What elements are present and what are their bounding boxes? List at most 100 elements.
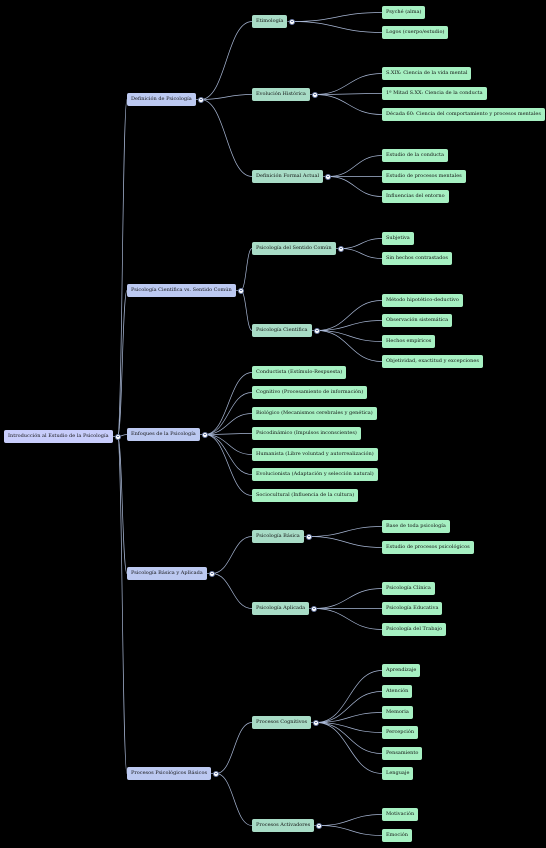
link: [319, 825, 383, 836]
link: [316, 330, 383, 362]
node-atencion[interactable]: Atención: [382, 685, 413, 698]
link: [340, 238, 383, 249]
node-influencias-del-entorno[interactable]: Influencias del entorno: [382, 190, 449, 203]
link: [204, 434, 253, 455]
collapse-toggle-icon[interactable]: [325, 173, 332, 180]
collapse-toggle-icon[interactable]: [313, 719, 320, 726]
node-enfoques-de-la-psicologia[interactable]: Enfoques de la Psicología: [127, 428, 200, 441]
node-1-mitad-s-xx-ciencia-de-la-conducta[interactable]: 1ª Mitad S.XX: Ciencia de la conducta: [382, 87, 487, 100]
node-psicologia-clinica[interactable]: Psicología Clínica: [382, 582, 435, 595]
link: [316, 722, 383, 754]
link: [204, 413, 253, 435]
link: [211, 573, 253, 609]
collapse-toggle-icon[interactable]: [316, 822, 323, 829]
node-introduccion-al-estudio-de-la-psicologia[interactable]: Introducción al Estudio de la Psicología: [4, 430, 113, 443]
node-psicologia-cientifica-vs-sentido-comun[interactable]: Psicología Científica vs. Sentido Común: [127, 284, 236, 297]
collapse-toggle-icon[interactable]: [237, 287, 244, 294]
link: [240, 248, 253, 291]
node-definicion-formal-actual[interactable]: Definición Formal Actual: [252, 170, 324, 183]
link: [316, 320, 383, 331]
node-metodo-hipotetico-deductivo[interactable]: Método hipotético-deductivo: [382, 294, 463, 307]
link: [117, 436, 128, 774]
collapse-toggle-icon[interactable]: [208, 570, 215, 577]
node-cognitivo-procesamiento-de-informacion[interactable]: Cognitivo (Procesamiento de información): [252, 386, 368, 399]
collapse-toggle-icon[interactable]: [311, 91, 318, 98]
node-psicologia-del-sentido-comun[interactable]: Psicología del Sentido Común: [252, 242, 336, 255]
collapse-toggle-icon[interactable]: [313, 327, 320, 334]
link: [340, 248, 383, 259]
link: [328, 176, 383, 197]
node-pensamiento[interactable]: Pensamiento: [382, 747, 423, 760]
node-logos-cuerpo-estudio[interactable]: Logos (cuerpo/estudio): [382, 26, 449, 39]
node-emocion[interactable]: Emoción: [382, 829, 413, 842]
node-estudio-de-procesos-mentales[interactable]: Estudio de procesos mentales: [382, 170, 466, 183]
link: [314, 93, 383, 95]
node-objetividad-exactitud-y-excepciones[interactable]: Objetividad, exactitud y excepciones: [382, 355, 483, 368]
node-psyche-alma[interactable]: Psyché (alma): [382, 6, 426, 19]
link: [314, 73, 383, 95]
node-psicologia-cientifica[interactable]: Psicología Científica: [252, 324, 312, 337]
node-evolucion-historica[interactable]: Evolución Histórica: [252, 88, 310, 101]
node-base-de-toda-psicologia[interactable]: Base de toda psicología: [382, 520, 450, 533]
node-hechos-empiricos[interactable]: Hechos empíricos: [382, 335, 436, 348]
node-psicodinamico-impulsos-inconscientes[interactable]: Psicodinámico (Impulsos inconscientes): [252, 427, 361, 440]
link: [117, 436, 128, 574]
link: [316, 330, 383, 342]
link: [314, 608, 383, 630]
node-evolucionista-adaptacion-y-seleccion-natural[interactable]: Evolucionista (Adaptación y selección na…: [252, 468, 378, 481]
link: [200, 94, 253, 100]
link: [316, 670, 383, 723]
node-memoria[interactable]: Memoria: [382, 706, 413, 719]
node-procesos-cognitivos[interactable]: Procesos Cognitivos: [252, 716, 312, 729]
link: [204, 434, 253, 496]
link: [117, 99, 128, 437]
node-sin-hechos-contrastados[interactable]: Sin hechos contrastados: [382, 252, 452, 265]
link: [319, 814, 383, 826]
node-percepcion[interactable]: Percepción: [382, 726, 419, 739]
collapse-toggle-icon[interactable]: [311, 605, 318, 612]
link: [211, 536, 253, 574]
node-aprendizaje[interactable]: Aprendizaje: [382, 664, 421, 677]
link: [200, 99, 253, 177]
link: [215, 773, 253, 826]
collapse-toggle-icon[interactable]: [114, 433, 121, 440]
link: [328, 155, 383, 177]
link: [204, 433, 253, 435]
link: [316, 722, 383, 733]
node-procesos-activadores[interactable]: Procesos Activadores: [252, 819, 315, 832]
link: [314, 94, 383, 115]
collapse-toggle-icon[interactable]: [201, 431, 208, 438]
node-estudio-de-la-conducta[interactable]: Estudio de la conducta: [382, 149, 449, 162]
link: [240, 290, 253, 331]
link: [316, 722, 383, 774]
collapse-toggle-icon[interactable]: [305, 533, 312, 540]
node-estudio-de-procesos-psicologicos[interactable]: Estudio de procesos psicológicos: [382, 541, 474, 554]
node-etimologia[interactable]: Etimología: [252, 15, 288, 28]
node-procesos-psicologicos-basicos[interactable]: Procesos Psicológicos Básicos: [127, 767, 212, 780]
link: [314, 588, 383, 609]
link: [292, 12, 383, 22]
node-observacion-sistematica[interactable]: Observación sistemática: [382, 314, 453, 327]
node-definicion-de-psicologia[interactable]: Definición de Psicología: [127, 93, 196, 106]
node-conductista-estimulo-respuesta[interactable]: Conductista (Estímulo-Respuesta): [252, 366, 347, 379]
collapse-toggle-icon[interactable]: [197, 96, 204, 103]
collapse-toggle-icon[interactable]: [213, 770, 220, 777]
node-humanista-libre-voluntad-y-autorrealizacion[interactable]: Humanista (Libre voluntad y autorrealiza…: [252, 448, 378, 461]
node-psicologia-basica-y-aplicada[interactable]: Psicología Básica y Aplicada: [127, 567, 207, 580]
link: [308, 536, 383, 548]
node-motivacion[interactable]: Motivación: [382, 808, 419, 821]
node-decada-60-ciencia-del-comportamiento-y-procesos-mentales[interactable]: Década 60: Ciencia del comportamiento y …: [382, 108, 545, 121]
link: [204, 372, 253, 435]
node-psicologia-aplicada[interactable]: Psicología Aplicada: [252, 602, 310, 615]
collapse-toggle-icon[interactable]: [289, 18, 296, 25]
node-psicologia-educativa[interactable]: Psicología Educativa: [382, 602, 443, 615]
node-lenguaje[interactable]: Lenguaje: [382, 767, 414, 780]
node-subjetiva[interactable]: Subjetiva: [382, 232, 414, 245]
node-s-xix-ciencia-de-la-vida-mental[interactable]: S.XIX: Ciencia de la vida mental: [382, 67, 472, 80]
node-biologico-mecanismos-cerebrales-y-genetica[interactable]: Biológico (Mecanismos cerebrales y genét…: [252, 407, 377, 420]
node-psicologia-basica[interactable]: Psicología Básica: [252, 530, 304, 543]
node-sociocultural-influencia-de-la-cultura[interactable]: Sociocultural (Influencia de la cultura): [252, 489, 359, 502]
node-psicologia-del-trabajo[interactable]: Psicología del Trabajo: [382, 623, 446, 636]
collapse-toggle-icon[interactable]: [337, 245, 344, 252]
link: [216, 722, 253, 774]
